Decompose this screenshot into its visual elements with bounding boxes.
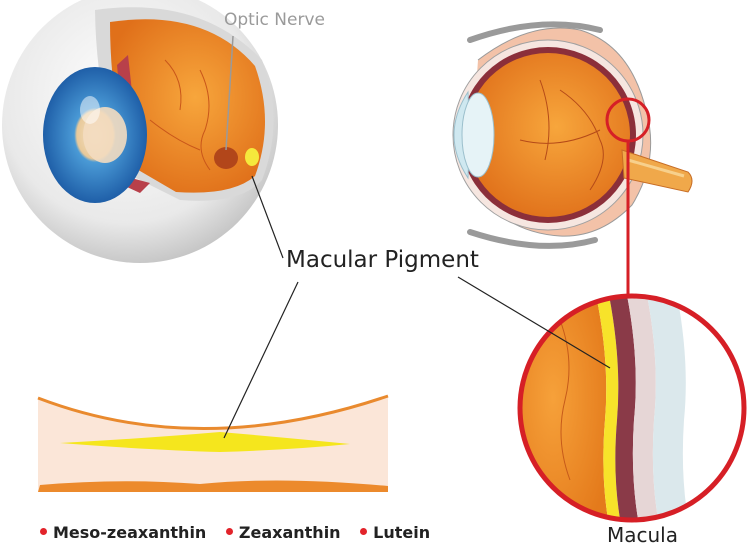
legend: Meso-zeaxanthin Zeaxanthin Lutein xyxy=(40,523,444,542)
legend-label: Zeaxanthin xyxy=(239,523,341,542)
eye-cross-section-illustration xyxy=(453,24,692,298)
legend-dot-icon xyxy=(40,528,47,535)
legend-item-lutein: Lutein xyxy=(360,523,430,542)
optic-nerve-label: Optic Nerve xyxy=(224,10,325,30)
eyeball-cutaway-illustration xyxy=(2,0,278,263)
legend-label: Lutein xyxy=(373,523,430,542)
legend-label: Meso-zeaxanthin xyxy=(53,523,206,542)
legend-dot-icon xyxy=(360,528,367,535)
macula-label: Macula xyxy=(607,523,678,547)
macular-pigment-label: Macular Pigment xyxy=(286,247,479,273)
macula-zoom-illustration xyxy=(515,290,755,530)
legend-item-zeaxanthin: Zeaxanthin xyxy=(226,523,341,542)
pigment-layer-illustration xyxy=(38,396,388,492)
legend-item-meso-zeaxanthin: Meso-zeaxanthin xyxy=(40,523,206,542)
legend-dot-icon xyxy=(226,528,233,535)
